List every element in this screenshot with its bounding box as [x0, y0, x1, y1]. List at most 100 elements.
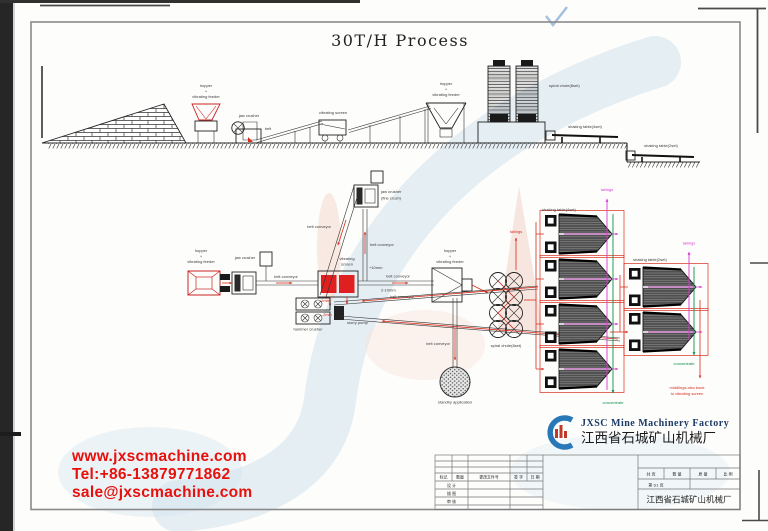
label-middlings-line2: to vibrating screen	[671, 391, 704, 396]
plus-sign: +	[449, 254, 452, 259]
logo-crescent-icon	[547, 415, 574, 450]
label-fine-crush: (fine crush)	[381, 196, 402, 201]
tb-trace: 描 图	[447, 491, 456, 496]
label-hopper: hopper	[440, 81, 453, 86]
company-name-cn: 江西省石城矿山机械厂	[581, 431, 716, 447]
blue-check-mark	[545, 6, 568, 28]
label-vibrating: vibrating	[339, 256, 354, 261]
label-minus-2mm: -2mm	[320, 298, 331, 303]
shaking-table	[624, 264, 708, 311]
tb-sign: 签 字	[514, 474, 523, 479]
label-tailings: tailings	[601, 187, 613, 192]
label-standby-application: standby application	[438, 400, 472, 405]
plus-sign: +	[200, 254, 203, 259]
corner-mark-bottom-right	[742, 470, 768, 522]
label-spiral-chute: spiral chute(8set)	[491, 343, 522, 348]
label-vibrating-feeder: vibrating feeder	[192, 94, 220, 99]
tb-scale: 比 例	[723, 472, 732, 477]
spiral-chute-towers: spiral chute(8set)	[477, 60, 580, 144]
label-concentrate: concentrate	[674, 361, 696, 366]
tb-design: 设 计	[447, 483, 456, 488]
label-vibrating-feeder: vibrating feeder	[432, 92, 460, 97]
tb-check: 审 核	[447, 499, 456, 504]
jaw-crusher-elevation: jaw crusher	[231, 113, 262, 144]
label-jaw-crusher: jaw crusher	[238, 113, 260, 118]
hammer-crusher: hammer crusher	[293, 297, 331, 332]
belt-conveyor-plan-1: belt conveyor	[222, 274, 318, 286]
label-2-10mm: 2-10mm	[381, 288, 396, 293]
belt-conveyor-return: belt conveyor +10mm	[362, 209, 394, 281]
corner-mark-top-left	[40, 4, 170, 138]
contact-block: www.jxscmachine.com Tel:+86-13879771862 …	[71, 448, 253, 501]
label-vibrating-screen: vibrating screen	[319, 110, 347, 115]
telephone-text: Tel:+86-13879771862	[72, 466, 230, 483]
label-minus-2mm: -2mm	[322, 312, 333, 317]
label-belt-conveyor: belt conveyor	[386, 274, 410, 279]
tb-company: 江西省石城矿山机械厂	[646, 495, 731, 506]
tb-quantity: 数 量	[672, 472, 681, 477]
label-slurry-pump: slurry pump	[347, 320, 369, 325]
shaking-table	[540, 256, 624, 303]
stockpile	[41, 103, 187, 144]
belt-conveyor-elevation-2	[347, 105, 432, 143]
shaking-table	[540, 211, 624, 258]
label-shaking-table: shaking table(2set)	[644, 143, 678, 148]
standby-mill: standby application	[438, 366, 472, 405]
label-spiral-chute: spiral chute(8set)	[549, 83, 580, 88]
shaking-table-elevation-1: shaking table(4set)	[545, 124, 619, 143]
plan-view: hopper + vibrating feeder jaw crusher be…	[187, 170, 708, 405]
label-screen: screen	[341, 262, 353, 267]
jaw-crusher-plan: jaw crusher	[231, 251, 273, 295]
fine-jaw-crusher-plan: jaw crusher (fine crush)	[353, 170, 402, 208]
shaking-table	[624, 309, 708, 356]
vibrating-screen-elevation: vibrating screen	[318, 110, 347, 143]
shaking-table-bank-left: tailings concentrate shaking table(4set)	[524, 187, 624, 405]
label-jaw-crusher: jaw crusher	[380, 189, 402, 194]
shaking-table-bank-right: tailings concentrate middlings also back…	[610, 241, 708, 396]
label-middlings-line1: middlings also back	[670, 385, 705, 390]
tb-mass: 质 量	[698, 472, 707, 477]
label-jaw-crusher: jaw crusher	[234, 255, 256, 260]
website-text: www.jxscmachine.com	[71, 448, 247, 465]
label-belt: belt	[265, 126, 272, 131]
hopper-feeder-plan: hopper + vibrating feeder	[187, 248, 230, 296]
label-belt-conveyor: belt conveyor	[390, 294, 414, 299]
company-logo: JXSC Mine Machinery Factory 江西省石城矿山机械厂	[547, 415, 729, 450]
label-hammer-crusher: hammer crusher	[293, 327, 323, 332]
label-hopper: hopper	[444, 248, 457, 253]
tb-page-no: 第 01 页	[648, 482, 663, 487]
tb-pages-total: 共 页	[646, 472, 655, 477]
tb-qty: 数量	[456, 474, 464, 479]
label-concentrate: concentrate	[603, 400, 625, 405]
label-plus-10mm: +10mm	[369, 265, 383, 270]
tb-mark: 标记	[440, 474, 448, 479]
shaking-table	[540, 346, 624, 393]
corner-mark-top-right	[698, 7, 766, 133]
company-name-en: JXSC Mine Machinery Factory	[581, 418, 729, 429]
email-text: sale@jxscmachine.com	[72, 484, 253, 501]
label-belt-conveyor: belt conveyor	[274, 274, 298, 279]
label-shaking-table: shaking table(4set)	[568, 124, 602, 129]
label-vibrating-feeder: vibrating feeder	[187, 259, 215, 264]
shaking-table-elevation-2: shaking table(2set)	[625, 143, 695, 162]
label-shaking-table: shaking table(4set)	[542, 207, 576, 212]
hopper-feeder-elevation-2: hopper + vibrating feeder	[425, 81, 467, 143]
plus-sign: +	[205, 89, 208, 94]
label-hopper: hopper	[195, 248, 208, 253]
label-shaking-table: shaking table(2set)	[633, 257, 667, 262]
label-hopper: hopper	[200, 83, 213, 88]
tb-change-doc: 更改文件号	[479, 474, 499, 479]
label-tailings: tailings	[510, 229, 522, 234]
hopper-feeder-elevation-1: hopper + vibrating feeder	[191, 83, 221, 143]
label-belt-conveyor: belt conveyor	[307, 224, 331, 229]
label-belt-conveyor: belt conveyor	[370, 242, 394, 247]
label-vibrating-feeder: vibrating feeder	[436, 259, 464, 264]
slurry-pump: -2mm slurry pump	[322, 306, 369, 325]
logo-buildings-icon	[555, 425, 567, 438]
page-title: 30T/H Process	[331, 31, 469, 50]
ground	[48, 142, 700, 168]
plus-sign: +	[445, 87, 448, 92]
